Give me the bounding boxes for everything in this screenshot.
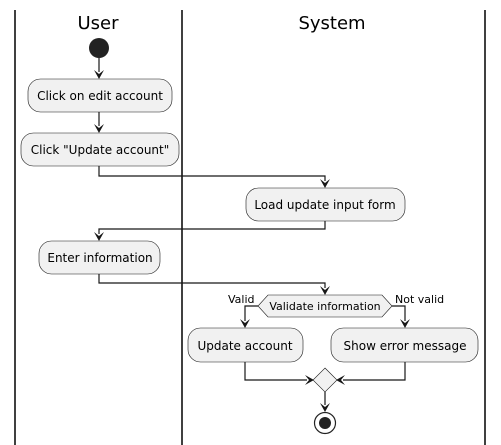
edge-valid-to-update-account (244, 305, 258, 321)
action-label: Show error message (344, 339, 467, 353)
arrowhead (400, 319, 410, 328)
decision-validate-information: Validate information (257, 294, 393, 318)
action-box (27, 78, 173, 113)
action-show-error-message: Show error message (330, 327, 479, 363)
arrowhead (305, 375, 314, 385)
action-update-account: Update account (187, 327, 304, 363)
action-label: Click on edit account (37, 89, 163, 103)
lane-title-system: System (298, 13, 365, 34)
arrowhead (94, 124, 104, 133)
start-node (89, 38, 109, 58)
action-label: Load update input form (254, 198, 395, 212)
decision-label: Validate information (269, 300, 380, 313)
arrowhead (94, 232, 104, 241)
action-load-update-form: Load update input form (245, 187, 406, 222)
edge-load-to-enter-info (98, 221, 326, 234)
arrowhead (336, 375, 345, 385)
end-node (319, 417, 331, 429)
edge-update-to-merge (244, 362, 307, 381)
action-click-edit-account: Click on edit account (27, 78, 173, 113)
arrowhead (320, 286, 330, 295)
action-label: Update account (197, 339, 292, 353)
arrowhead (94, 70, 104, 79)
action-box (20, 132, 180, 167)
branch-label-not-valid: Not valid (395, 293, 444, 306)
edge-notvalid-to-error (392, 305, 406, 321)
action-click-update-account: Click "Update account" (20, 132, 180, 167)
action-label: Click "Update account" (31, 143, 170, 157)
end-node-ring (313, 411, 337, 435)
lane-title-user: User (77, 13, 119, 34)
action-enter-information: Enter information (38, 240, 161, 275)
edge-enter-to-validate (98, 274, 326, 288)
arrowhead (320, 403, 330, 412)
edge-update-to-load-form (98, 166, 326, 181)
edge-error-to-merge (343, 362, 406, 381)
merge-diamond (312, 367, 338, 393)
action-label: Enter information (47, 251, 152, 265)
branch-label-valid: Valid (228, 293, 255, 306)
arrowhead (320, 179, 330, 188)
arrowhead (240, 319, 250, 328)
